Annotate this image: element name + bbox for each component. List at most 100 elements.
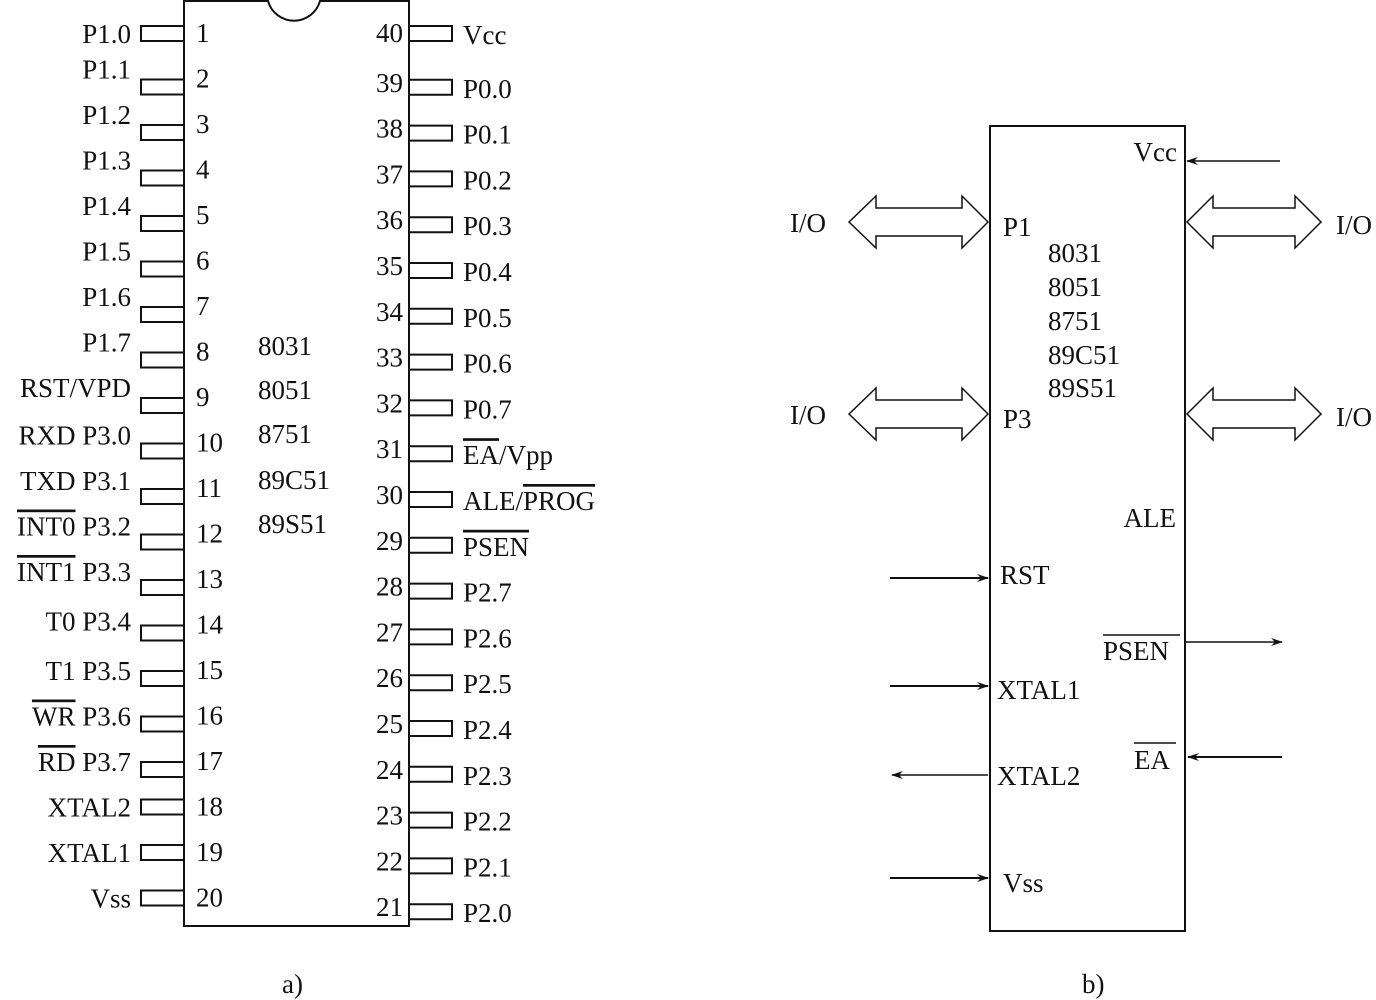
chip-body-outline: [183, 0, 410, 927]
pin-label: P0.4: [463, 257, 512, 287]
pin-number: 22: [376, 846, 403, 876]
figure-a-dip40-package: 1P1.02P1.13P1.24P1.35P1.46P1.57P1.68P1.7…: [17, 0, 595, 999]
pin-gap: [75, 747, 82, 777]
pin-label: P2.3: [463, 761, 512, 791]
right-bottom-bidirectional-bus-arrow: [1185, 386, 1323, 442]
pin-number: 30: [376, 480, 403, 510]
pin-alt-function: RD: [38, 747, 76, 777]
pin-6: [140, 260, 184, 278]
io-label-p1-left: I/O: [790, 208, 826, 238]
pin-name-part: ALE/: [463, 486, 523, 516]
pin-alt-function: TXD: [20, 466, 76, 496]
pin-16: [140, 715, 184, 733]
p3-signal-label: P3: [1003, 404, 1032, 434]
pin-number: 19: [196, 837, 223, 867]
pin-number: 35: [376, 251, 403, 281]
pin-name-part: P2.7: [463, 578, 512, 608]
pin-label: P2.0: [463, 898, 512, 928]
pin-alt-function: T1: [45, 656, 75, 686]
pin-number: 15: [196, 655, 223, 685]
p3-bidirectional-bus-arrow-left: [847, 386, 990, 442]
rst-signal-label: RST: [1000, 560, 1050, 590]
pin-name-part: P2.2: [463, 807, 512, 837]
pin-21: [409, 903, 453, 921]
chip-model: 8051: [258, 375, 312, 405]
pin-name: XTAL2: [48, 793, 131, 823]
chip-model: 89C51: [1048, 340, 1120, 370]
pin-name-part: P0.6: [463, 349, 512, 379]
pin-label: P1.6: [82, 282, 131, 312]
pin-38: [409, 124, 453, 142]
pin-name: P1.3: [82, 146, 131, 176]
pin-number: 24: [376, 755, 404, 785]
chip-model: 8751: [1048, 306, 1102, 336]
pin-label: RST/VPD: [20, 373, 131, 403]
pin-39: [409, 78, 453, 96]
chip-model: 8751: [258, 419, 312, 449]
pin-19: [140, 844, 184, 861]
pin-number: 36: [376, 205, 403, 235]
pin-gap: [75, 557, 82, 587]
pin-number: 18: [196, 792, 223, 822]
pin-30: [409, 491, 453, 508]
pin-number: 10: [196, 428, 223, 458]
pin-15: [140, 670, 184, 687]
pin-label: INT1 P3.3: [17, 557, 131, 587]
pin-name: P1.0: [82, 19, 131, 49]
pin-27: [409, 628, 453, 646]
io-label-right-top: I/O: [1336, 210, 1372, 240]
pin-label: P1.7: [82, 328, 131, 358]
pin-label: P1.4: [82, 191, 131, 221]
chip-model: 8031: [1048, 238, 1102, 268]
pin-number: 37: [376, 159, 403, 189]
p1-signal-label: P1: [1003, 212, 1032, 242]
pin-label: P0.1: [463, 120, 512, 150]
pin-number: 32: [376, 388, 403, 418]
pin-name-part: P2.6: [463, 623, 512, 653]
pin-22: [409, 857, 453, 875]
pin-name-part: P2.1: [463, 852, 512, 882]
pin-24: [409, 765, 453, 783]
pin-8: [140, 351, 184, 369]
chip-model: 89S51: [1048, 373, 1117, 403]
pin-number: 6: [196, 246, 210, 276]
pin-label: P2.4: [463, 715, 512, 745]
pin-name-part: P0.3: [463, 211, 512, 241]
pin-name-part: Vcc: [463, 20, 506, 50]
pin-number: 34: [376, 297, 404, 327]
pin-name: P1.1: [82, 55, 131, 85]
pin-number: 9: [196, 382, 210, 412]
pin-name: P3.6: [82, 702, 131, 732]
pin-3: [140, 124, 184, 141]
pin-32: [409, 399, 453, 417]
pin-26: [409, 674, 453, 692]
pin-number: 31: [376, 434, 403, 464]
pin-number: 13: [196, 564, 223, 594]
left-pin-labels: 1P1.02P1.13P1.24P1.35P1.46P1.57P1.68P1.7…: [17, 18, 224, 914]
pin-label: P1.3: [82, 146, 131, 176]
p1-bidirectional-bus-arrow-left: [847, 194, 990, 250]
pin-25: [409, 720, 453, 737]
io-label-p3-left: I/O: [790, 400, 826, 430]
pin-number: 33: [376, 343, 403, 373]
xtal1-signal-label: XTAL1: [997, 675, 1080, 705]
pin-gap: [75, 512, 82, 542]
pin-36: [409, 216, 453, 234]
figure-b-caption: b): [1082, 969, 1105, 999]
pin-label: ALE/PROG: [463, 486, 595, 516]
pin-name: P1.6: [82, 282, 131, 312]
pin-number: 1: [196, 18, 210, 48]
pin-number: 38: [376, 114, 403, 144]
pin-gap: [75, 466, 82, 496]
pin-name: P3.0: [82, 421, 131, 451]
pin-alt-function: T0: [45, 607, 75, 637]
chip-model-list-b: 8031 8051 8751 89C51 89S51: [1048, 238, 1120, 403]
pin-name: Vss: [90, 884, 131, 914]
pin-34: [409, 307, 453, 325]
chip-model: 8031: [258, 331, 312, 361]
pin-name-part: P0.0: [463, 74, 512, 104]
pin-number: 12: [196, 519, 223, 549]
pin-label: INT0 P3.2: [17, 512, 131, 542]
